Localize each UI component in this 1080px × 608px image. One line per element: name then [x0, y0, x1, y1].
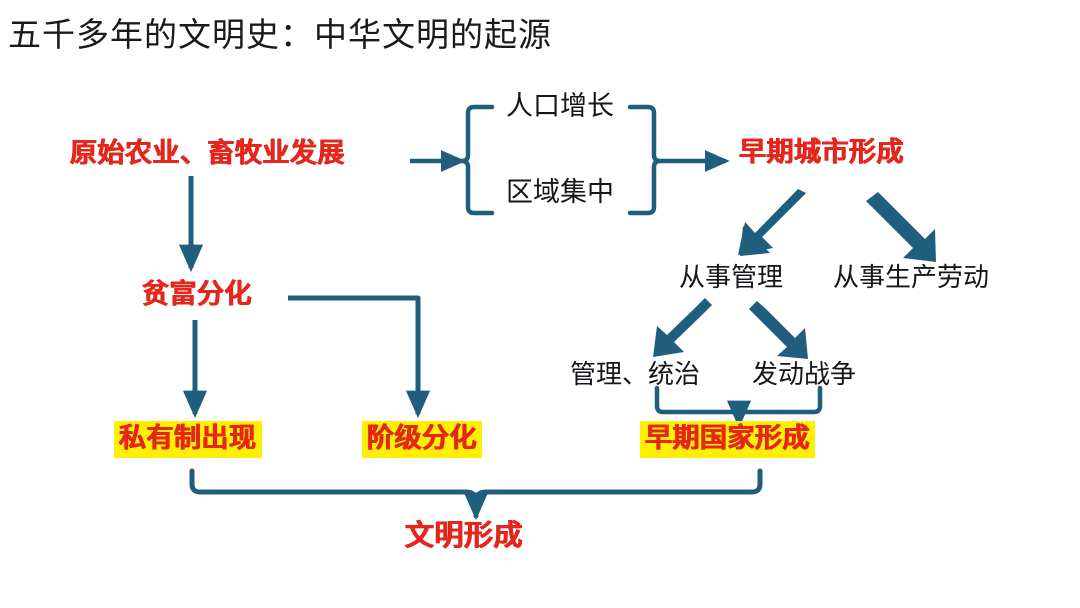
- node-manage-rule[interactable]: 管理、统治: [570, 362, 700, 388]
- node-label: 贫富分化: [142, 279, 252, 310]
- node-label: 从事管理: [679, 263, 784, 292]
- edge-management-to-war: [749, 301, 808, 359]
- edge-management-to-rule: [653, 298, 712, 357]
- node-early-city[interactable]: 早期城市形成: [739, 139, 904, 166]
- node-primitive-agriculture[interactable]: 原始农业、畜牧业发展: [70, 140, 345, 167]
- node-label: 区域集中: [506, 177, 614, 207]
- node-label: 早期城市形成: [739, 137, 904, 168]
- edge-wealthgap-to-class: [288, 295, 431, 419]
- node-label: 管理、统治: [570, 360, 701, 389]
- brace-rule-war-to-state: [654, 385, 823, 429]
- node-label: 文明形成: [405, 518, 524, 552]
- page-title: 五千多年的文明史：中华文明的起源: [8, 18, 552, 54]
- edge-city-to-management: [738, 189, 806, 256]
- edge-city-to-production: [866, 192, 936, 262]
- node-regional-concentration[interactable]: 区域集中: [506, 179, 614, 206]
- node-wealth-gap[interactable]: 贫富分化: [142, 281, 252, 308]
- brace-bottom-to-civilization: [189, 468, 763, 521]
- brace-left-group: [459, 104, 495, 216]
- node-civilization-formed[interactable]: 文明形成: [405, 521, 523, 550]
- node-label: 从事生产劳动: [833, 263, 990, 292]
- node-label: 私有制出现: [114, 421, 262, 458]
- node-engage-management[interactable]: 从事管理: [679, 265, 783, 291]
- node-label: 早期国家形成: [640, 421, 815, 458]
- node-label: 发动战争: [752, 360, 857, 389]
- node-early-state[interactable]: 早期国家形成: [640, 421, 815, 458]
- node-label: 阶级分化: [362, 421, 482, 458]
- node-label: 人口增长: [506, 91, 614, 121]
- node-private-ownership[interactable]: 私有制出现: [114, 421, 262, 458]
- node-population-growth[interactable]: 人口增长: [506, 93, 614, 120]
- brace-right-group: [627, 104, 663, 216]
- node-launch-war[interactable]: 发动战争: [752, 362, 856, 388]
- node-class-division[interactable]: 阶级分化: [362, 421, 482, 458]
- node-engage-production[interactable]: 从事生产劳动: [833, 265, 989, 291]
- node-label: 原始农业、畜牧业发展: [70, 138, 345, 169]
